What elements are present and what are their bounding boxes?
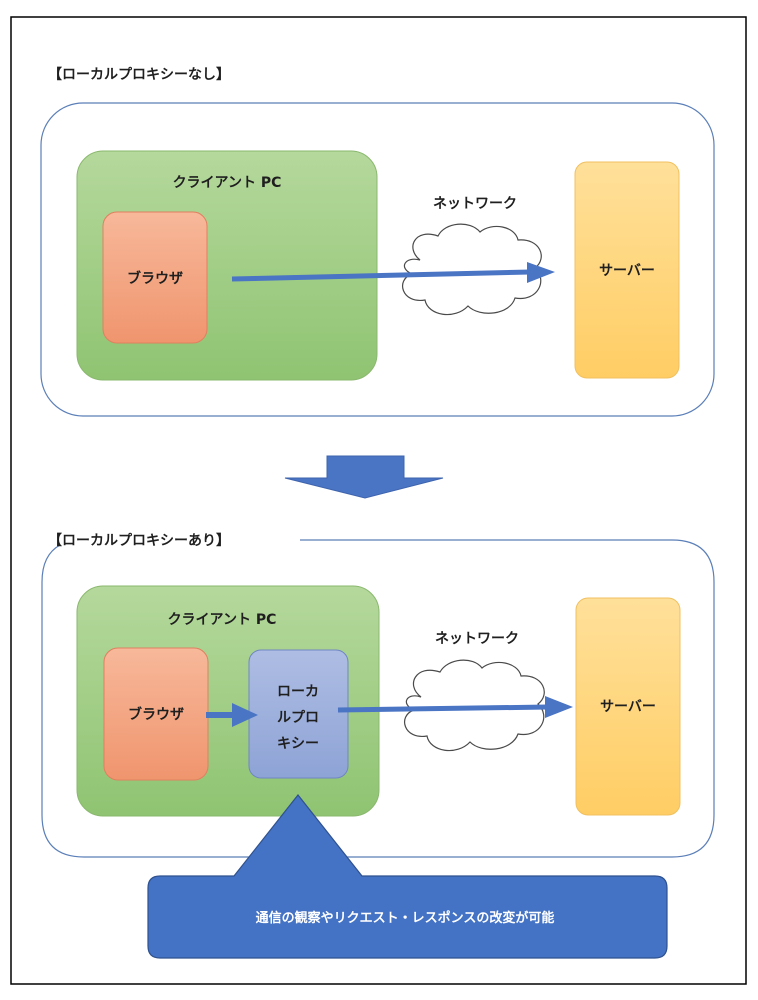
- top-arrow-shaft: [231, 269, 531, 282]
- bottom-server-label: サーバー: [600, 699, 656, 715]
- top-section: 【ローカルプロキシーなし】 クライアント PC ブラウザ ネットワーク サーバー: [40, 67, 715, 417]
- bottom-network-label: ネットワーク: [435, 631, 519, 647]
- top-browser-box: [102, 211, 208, 344]
- bottom-proxy-label-line-3: キシー: [277, 736, 319, 752]
- top-server-label: サーバー: [599, 263, 655, 279]
- top-browser-label: ブラウザ: [127, 270, 183, 287]
- callout-text: 通信の観察やリクエスト・レスポンスの改変が可能: [256, 910, 555, 926]
- bottom-arrow-proxy-server-shaft: [337, 704, 549, 713]
- bottom-proxy-label-line-2: ルプロ: [277, 710, 319, 726]
- bottom-proxy-label-line-1: ローカ: [277, 684, 319, 700]
- top-server-box: [574, 161, 680, 379]
- top-arrow-head: [527, 262, 555, 283]
- bottom-client-pc-label: クライアント PC: [168, 612, 277, 628]
- bottom-arrow-proxy-server-head: [545, 696, 573, 718]
- bottom-server-box: [575, 597, 681, 816]
- top-client-pc-label: クライアント PC: [173, 175, 282, 191]
- callout: 通信の観察やリクエスト・レスポンスの改変が可能: [147, 794, 668, 959]
- bottom-section: 【ローカルプロキシーあり】 クライアント PC ブラウザ ローカ ルプロ キシー…: [41, 533, 715, 858]
- bottom-arrow-browser-proxy-head: [232, 703, 258, 727]
- outer-frame: [10, 16, 747, 985]
- bottom-network-cloud: [404, 659, 545, 752]
- bottom-browser-label: ブラウザ: [128, 706, 184, 723]
- transition-down-arrow: [284, 455, 444, 499]
- top-network-cloud: [402, 223, 542, 316]
- bottom-section-heading: 【ローカルプロキシーあり】: [48, 533, 230, 549]
- callout-bubble: [147, 794, 668, 959]
- top-network-label: ネットワーク: [433, 196, 517, 212]
- top-section-heading: 【ローカルプロキシーなし】: [48, 67, 230, 83]
